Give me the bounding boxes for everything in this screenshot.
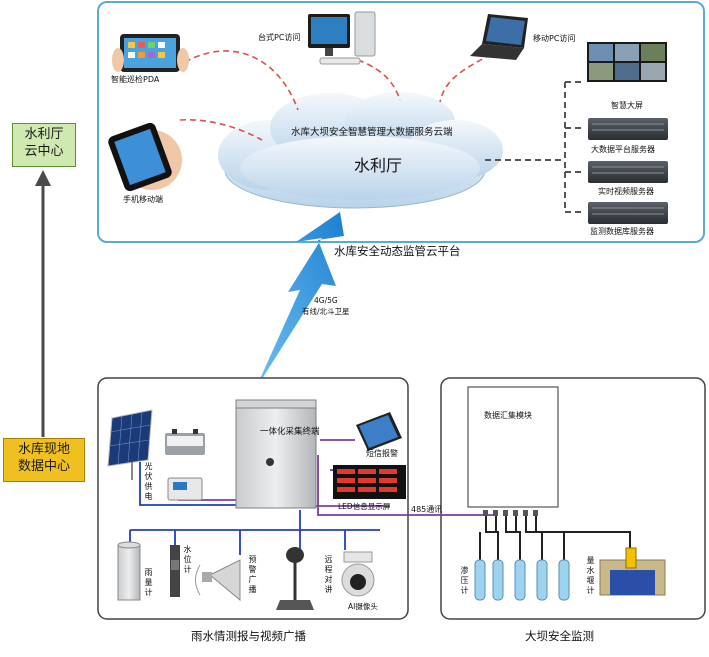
link-label-1: 4G/5G <box>314 296 338 305</box>
mobile-pc-label: 移动PC访问 <box>533 34 576 43</box>
platform-title: 水库安全动态监管云平台 <box>334 244 461 258</box>
solar-label: 光伏供电 <box>144 462 153 501</box>
solar-panel-device <box>107 409 153 480</box>
led-screen-device <box>333 465 406 499</box>
piezometers <box>474 559 570 601</box>
lightning-bolt <box>255 212 344 390</box>
water-level-label: 水位计 <box>183 545 192 574</box>
rain-gauge-label: 雨量计 <box>144 568 153 597</box>
phone-device <box>108 122 182 192</box>
pda-device <box>112 34 189 72</box>
sms-label: 短信报警 <box>366 449 398 458</box>
rain-wiring <box>129 439 498 555</box>
horn-speaker-device <box>195 559 241 602</box>
sms-device <box>356 412 402 451</box>
cloud-center-box: 水利厅 云中心 <box>12 123 76 167</box>
terminal-label: 一体化采集终端 <box>260 427 320 437</box>
cloud-title: 水库大坝安全智慧管理大数据服务云端 <box>291 127 453 138</box>
charge-controller-device <box>167 477 203 501</box>
weir-device <box>599 547 666 596</box>
rain-gauge-device <box>117 541 141 601</box>
desktop-pc-device <box>308 11 376 65</box>
water-level-device <box>170 545 180 597</box>
intercom-label: 远程对讲 <box>324 555 333 594</box>
dam-cables <box>479 516 631 560</box>
bigdata-label: 大数据平台服务器 <box>591 145 655 154</box>
cloud-name: 水利厅 <box>354 156 403 175</box>
terminal-cabinet <box>235 399 317 509</box>
link-label-2: 有线/北斗卫星 <box>302 307 350 316</box>
desktop-label: 台式PC访问 <box>258 33 301 42</box>
db-server-label: 监测数据库服务器 <box>590 227 654 236</box>
server-racks <box>588 118 668 224</box>
camera-label: AI摄像头 <box>348 602 378 611</box>
mobile-pc-device <box>470 14 528 60</box>
collector-label: 数据汇集模块 <box>484 411 532 420</box>
local-center-box: 水库现地 数据中心 <box>3 438 85 482</box>
cloud-shape <box>218 92 503 209</box>
intercom-device <box>276 547 314 610</box>
dam-collector-device <box>467 386 559 516</box>
led-label: LED信息显示屏 <box>338 502 391 511</box>
uplink-arrow <box>35 170 51 437</box>
pda-label: 智能巡检PDA <box>111 75 160 84</box>
battery-device <box>165 429 205 455</box>
seepage-label: 渗压计 <box>460 566 469 595</box>
broadcast-label: 预警广播 <box>248 555 257 594</box>
video-server-label: 实时视频服务器 <box>598 187 654 196</box>
dam-panel-title: 大坝安全监测 <box>525 629 594 643</box>
rs485-label: 485通讯 <box>411 505 443 514</box>
video-wall-device <box>587 42 667 82</box>
ai-camera-device <box>341 551 375 597</box>
rain-panel-title: 雨水情测报与视频广播 <box>191 629 306 643</box>
weir-label: 量水堰计 <box>586 556 595 595</box>
phone-label: 手机移动端 <box>123 195 163 204</box>
wall-label: 智慧大屏 <box>611 101 643 110</box>
server-links <box>485 81 585 213</box>
